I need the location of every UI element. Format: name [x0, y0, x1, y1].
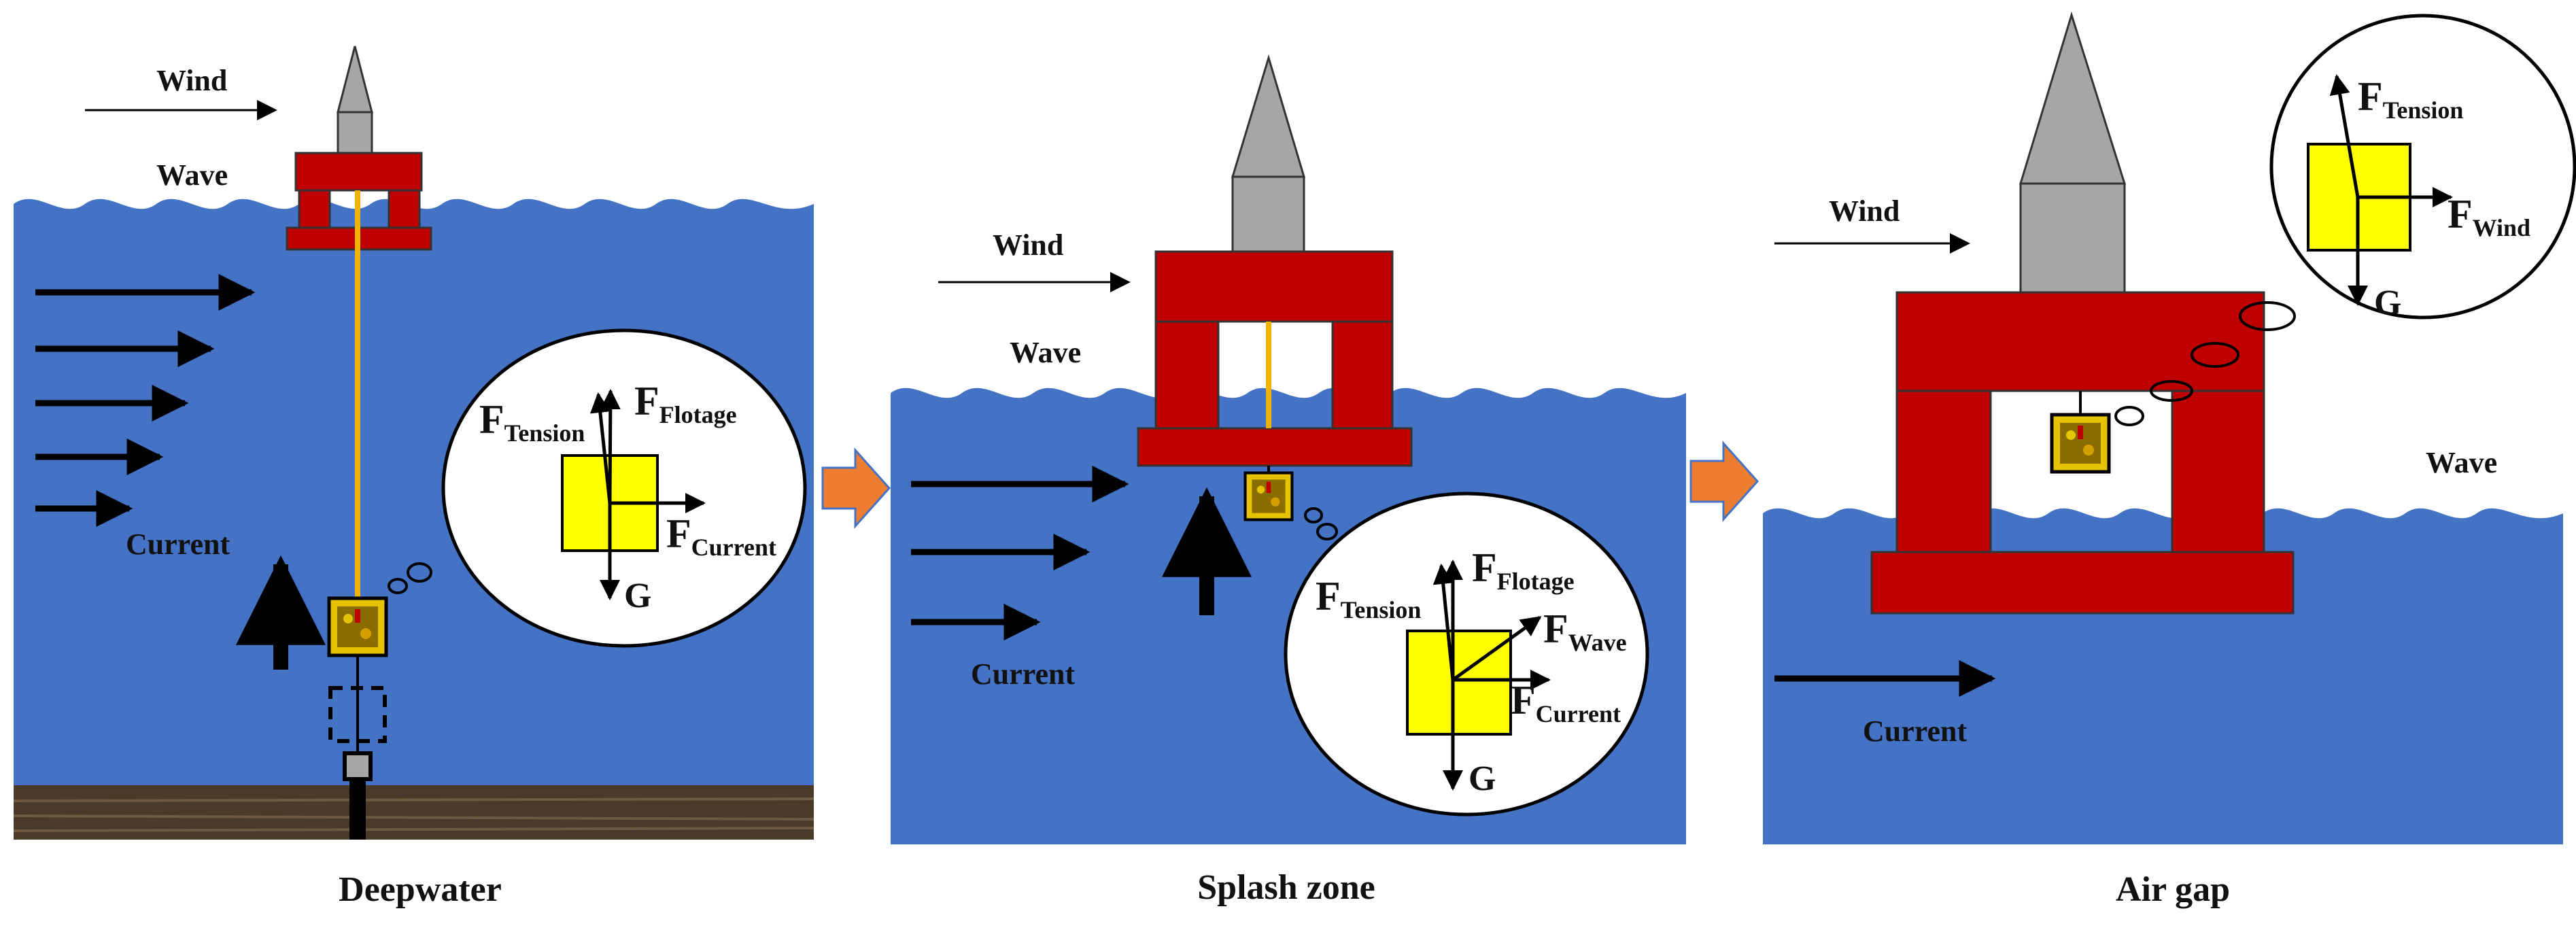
tension-force-label: FTension: [2358, 74, 2463, 124]
wave-label: Wave: [2426, 446, 2497, 479]
logging-tool: [329, 598, 386, 655]
wind-label: Wind: [1829, 194, 1900, 228]
current-force-label: FCurrent: [1511, 678, 1621, 727]
logging-tool: [2052, 415, 2109, 472]
flotage-force-label: FFlotage: [1472, 545, 1575, 595]
bubble: [2239, 301, 2296, 331]
force-diagram: FTension FFlotage FWave FCurrent G: [1284, 492, 1649, 817]
tension-force-label: FTension: [1316, 574, 1421, 623]
platform-leg-right: [2171, 390, 2265, 555]
bubble: [1316, 523, 1338, 540]
logging-tool: [1246, 473, 1292, 520]
bubble: [388, 578, 408, 594]
platform-leg-right: [388, 189, 421, 229]
current-label: Current: [1863, 715, 1968, 748]
wave-label: Wave: [156, 158, 228, 192]
platform-leg-left: [1154, 320, 1220, 432]
force-diagram: FTension FFlotage FCurrent G: [441, 328, 807, 648]
tension-vector: [2329, 74, 2360, 198]
gravity-label: G: [2374, 283, 2401, 322]
bubble: [407, 562, 432, 583]
panel-caption: Deepwater: [339, 870, 502, 909]
tension-vector: [589, 392, 612, 504]
current-arrows: [35, 274, 256, 527]
derrick-tip: [2019, 11, 2127, 185]
platform-deck: [1895, 291, 2265, 392]
panel-deepwater: Wind Wave Current FTension FFlotage FCur…: [13, 46, 814, 909]
tension-vector: [1432, 564, 1455, 681]
tool-body: [1406, 630, 1512, 736]
platform-pontoon: [1137, 427, 1413, 467]
wave-label: Wave: [1010, 336, 1081, 369]
wind-label: Wind: [993, 228, 1063, 262]
platform: [1870, 11, 2295, 615]
bubble: [2191, 342, 2239, 368]
current-label: Current: [126, 528, 230, 561]
wave-force-label: FWave: [1543, 606, 1627, 656]
bubble: [2150, 380, 2193, 402]
panel-caption: Splash zone: [1197, 868, 1375, 907]
force-diagram: FTension FWind G: [2269, 14, 2576, 322]
flotage-force-label: FFlotage: [634, 379, 737, 428]
transition-arrow: [1689, 441, 1759, 522]
flotage-vector: [600, 389, 621, 504]
current-arrows: [911, 466, 1129, 640]
derrick: [2019, 182, 2126, 294]
derrick: [1231, 175, 1305, 253]
wellhead: [343, 751, 373, 781]
derrick: [337, 111, 373, 154]
platform-deck: [1154, 250, 1394, 323]
wind-force-label: FWind: [2448, 192, 2530, 241]
platform-leg-left: [298, 189, 331, 229]
tool-previous-position: [328, 686, 387, 743]
well-casing: [349, 779, 366, 840]
transition-arrow: [821, 447, 891, 529]
platform-deck: [294, 152, 423, 192]
current-label: Current: [971, 657, 1076, 691]
platform: [1137, 54, 1413, 467]
seabed-texture: [13, 797, 814, 832]
panel-splash-zone: Wind Wave Current FTension FFlotage FWav…: [891, 54, 1686, 907]
platform-pontoon: [1870, 551, 2295, 615]
gravity-label: G: [624, 577, 651, 615]
bubble: [1304, 507, 1323, 523]
gravity-label: G: [1469, 759, 1496, 798]
derrick-tip: [1231, 54, 1306, 178]
platform-leg-right: [1331, 320, 1394, 432]
wave-force-vector: [1452, 615, 1542, 682]
panel-caption: Air gap: [2116, 870, 2230, 909]
platform-leg-left: [1895, 390, 1992, 555]
wind-label: Wind: [156, 64, 227, 97]
current-force-label: FCurrent: [666, 511, 776, 561]
bubble: [2114, 406, 2144, 426]
panel-air-gap: Wind Wave Current FTension FWind G Air g…: [1763, 11, 2576, 909]
tension-force-label: FTension: [479, 397, 585, 447]
derrick-tip: [337, 46, 373, 114]
